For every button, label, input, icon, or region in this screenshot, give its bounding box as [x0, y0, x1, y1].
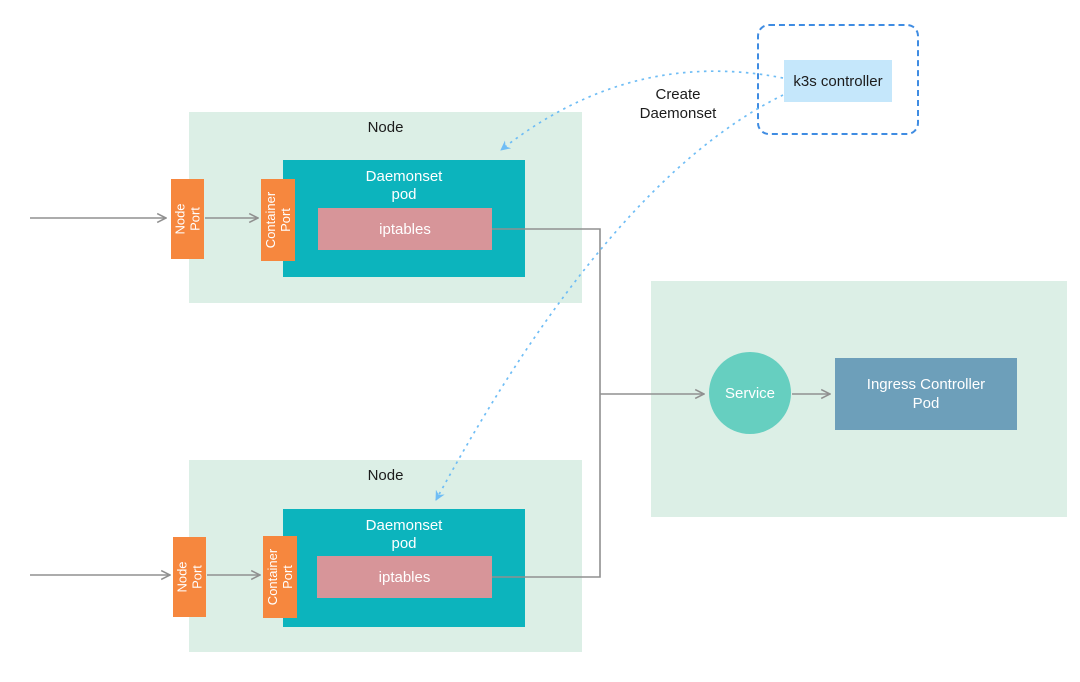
daemonset-pod-label-line2: pod [391, 535, 417, 552]
service-label: Service [724, 384, 776, 402]
node-port-box-top: Node Port [171, 179, 204, 259]
node-label-top: Node [367, 119, 404, 136]
iptables-label-top: iptables [379, 220, 431, 238]
daemonset-pod-label-line1: Daemonset [365, 168, 443, 185]
ingress-label-line2: Pod [912, 395, 940, 412]
node-label-bottom: Node [367, 467, 404, 484]
container-port-label-bottom: Container Port [265, 548, 295, 606]
iptables-box-top: iptables [318, 208, 492, 250]
node-port-box-bottom: Node Port [173, 537, 206, 617]
iptables-box-bottom: iptables [317, 556, 492, 598]
k3s-controller-box: k3s controller [784, 60, 892, 102]
node-port-label-bottom: Node Port [174, 561, 205, 593]
container-port-box-top: Container Port [261, 179, 295, 261]
service-circle: Service [709, 352, 791, 434]
ingress-controller-pod-box: Ingress Controller Pod [835, 358, 1017, 430]
k3s-controller-label: k3s controller [793, 72, 883, 90]
container-port-box-bottom: Container Port [263, 536, 297, 618]
node-port-label-top: Node Port [172, 203, 203, 235]
daemonset-pod-label-line2: pod [391, 186, 417, 203]
iptables-label-bottom: iptables [378, 568, 431, 586]
container-port-label-top: Container Port [263, 191, 293, 249]
ingress-label-line1: Ingress Controller [866, 376, 986, 393]
create-daemonset-label: Create Daemonset [639, 86, 717, 122]
daemonset-pod-label-line1: Daemonset [365, 517, 443, 534]
